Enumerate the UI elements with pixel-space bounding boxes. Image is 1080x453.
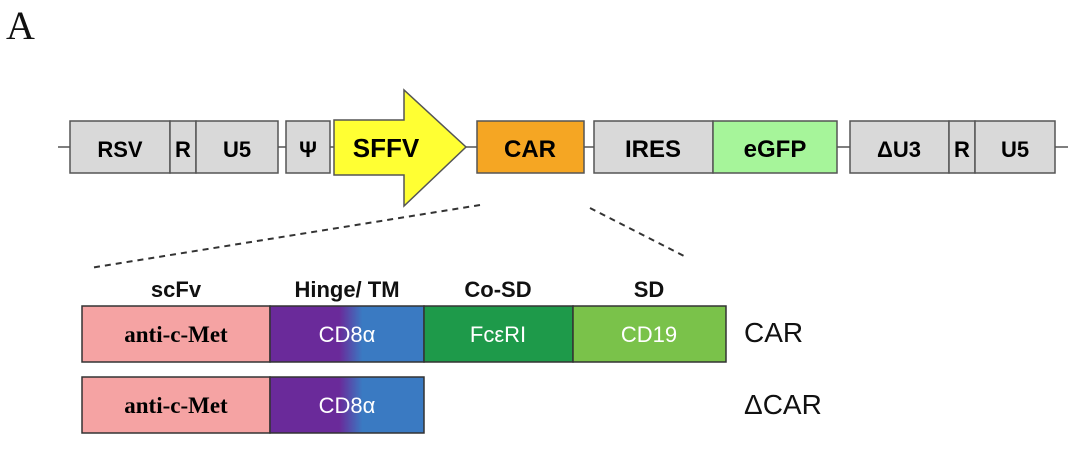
car-scfv-label: anti-c-Met	[124, 322, 228, 347]
car-label: CAR	[504, 136, 556, 163]
psi-box	[285, 120, 331, 174]
delta-u3-box	[849, 120, 950, 174]
header-co-sd: Co-SD	[464, 277, 532, 302]
u5-label-left: U5	[223, 137, 251, 162]
delta-u3-label: ΔU3	[877, 137, 921, 162]
car-cd8-label: CD8α	[319, 322, 376, 347]
car-fceri-segment	[423, 305, 574, 363]
u5-box-right	[974, 120, 1056, 174]
dcar-cd8-segment	[269, 376, 425, 434]
row-label-delta-car: ΔCAR	[744, 389, 822, 420]
ires-label: IRES	[625, 136, 681, 163]
zoom-line-right	[589, 207, 685, 257]
egfp-label: eGFP	[744, 136, 807, 163]
r-label-right: R	[954, 137, 970, 162]
r-box-left	[169, 120, 197, 174]
car-scfv-segment	[81, 305, 271, 363]
car-fceri-label: FcεRI	[470, 322, 526, 347]
sffv-label: SFFV	[353, 133, 420, 163]
panel-label: A	[6, 3, 35, 48]
header-sd: SD	[633, 277, 665, 302]
row-label-car: CAR	[744, 317, 804, 348]
rsv-label: RSV	[97, 137, 143, 162]
sffv-promoter-arrow	[333, 88, 468, 208]
car-box	[476, 120, 585, 174]
car-cd19-label: CD19	[621, 322, 677, 347]
car-cd8-segment	[269, 305, 425, 363]
dcar-cd8-label: CD8α	[319, 393, 376, 418]
u5-box-left	[195, 120, 279, 174]
zoom-line-left	[89, 204, 481, 269]
r-label-left: R	[175, 137, 191, 162]
u5-label-right: U5	[1001, 137, 1029, 162]
ires-box	[593, 120, 714, 174]
dcar-scfv-label: anti-c-Met	[124, 393, 228, 418]
psi-label: Ψ	[299, 137, 317, 162]
dcar-scfv-segment	[81, 376, 271, 434]
egfp-box	[712, 120, 838, 174]
header-scfv: scFv	[150, 277, 202, 302]
car-cd19-segment	[572, 305, 727, 363]
header-hinge-tm: Hinge/ TM	[294, 277, 400, 302]
